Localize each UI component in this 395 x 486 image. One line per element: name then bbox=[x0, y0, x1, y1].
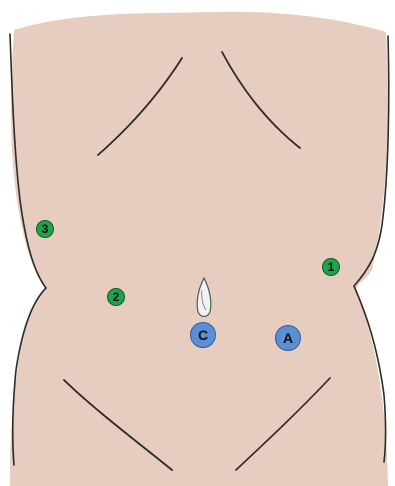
port-marker-1-label: 1 bbox=[328, 260, 335, 274]
port-marker-2-label: 2 bbox=[113, 290, 120, 304]
port-marker-a: A bbox=[276, 326, 301, 351]
port-marker-2: 2 bbox=[108, 289, 125, 306]
port-marker-c: C bbox=[191, 323, 216, 348]
torso-silhouette bbox=[10, 12, 388, 486]
port-marker-1: 1 bbox=[323, 259, 340, 276]
port-marker-a-label: A bbox=[283, 330, 293, 346]
port-marker-3: 3 bbox=[37, 221, 54, 238]
port-marker-c-label: C bbox=[198, 327, 208, 343]
port-marker-3-label: 3 bbox=[42, 222, 49, 236]
